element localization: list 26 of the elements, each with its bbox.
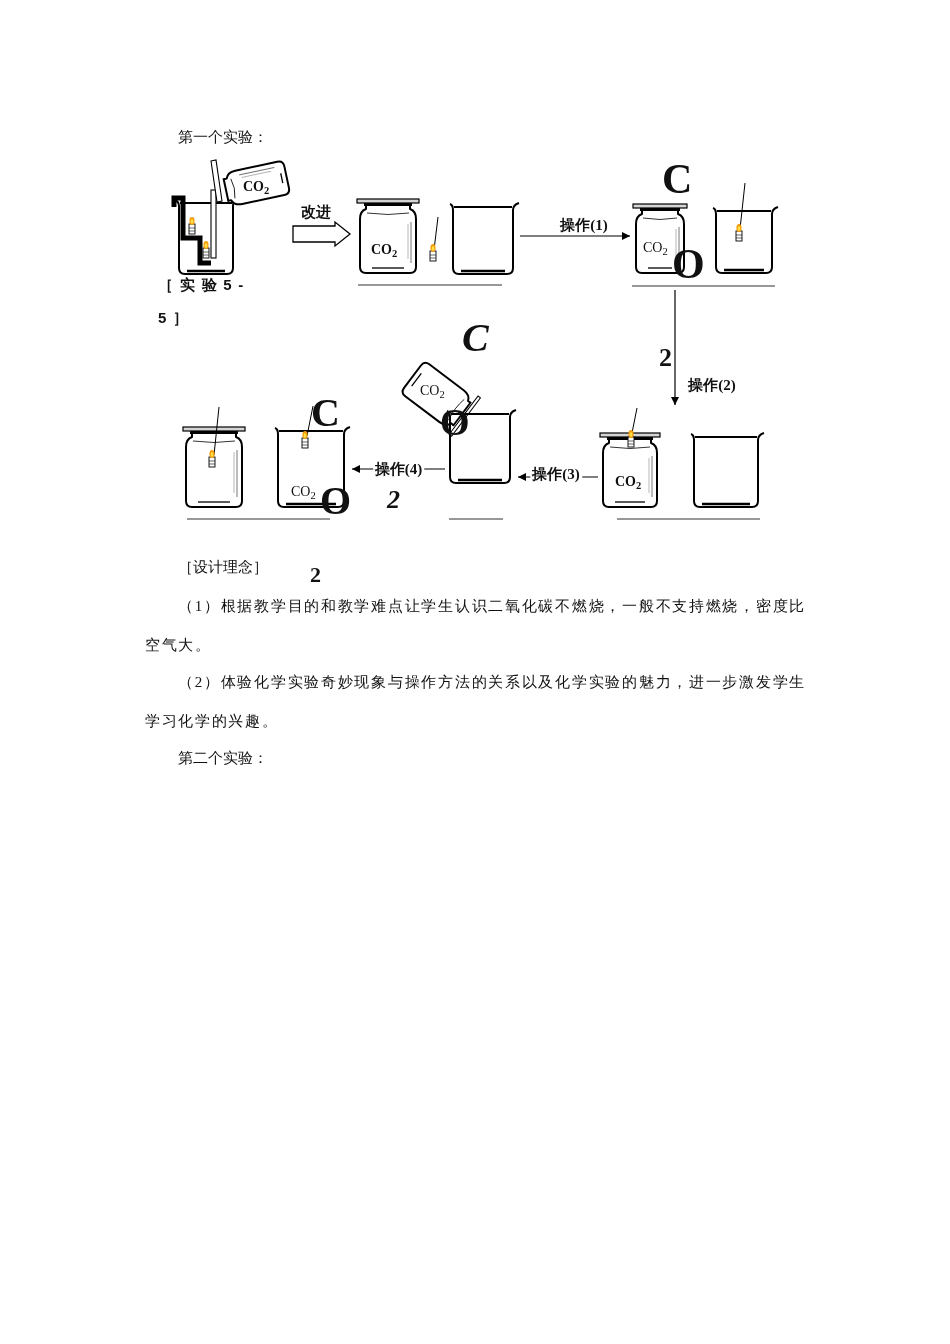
edge-label: 改进 bbox=[300, 203, 331, 221]
large-letter: C bbox=[662, 158, 693, 200]
figure-caption: ［实验5-5］ bbox=[158, 275, 252, 328]
large-letter: C bbox=[462, 318, 489, 358]
large-digit: 2 bbox=[310, 564, 321, 586]
formula-label: CO$_{2}$ bbox=[371, 242, 398, 258]
heading: 第二个实验： bbox=[178, 749, 268, 768]
large-digit: 2 bbox=[387, 487, 400, 513]
edge-label: 操作(1) bbox=[560, 216, 608, 234]
section-heading: ［设计理念］ bbox=[178, 558, 268, 577]
edge-label: 操作(2) bbox=[688, 375, 736, 394]
large-digit: 2 bbox=[659, 345, 672, 371]
arrow bbox=[671, 289, 679, 406]
formula-label: CO$_{2}$ bbox=[643, 240, 668, 256]
arrow bbox=[519, 232, 631, 240]
edge-label: 操作(4) bbox=[372, 460, 425, 478]
block-arrow bbox=[292, 220, 352, 248]
formula-label: CO$_{2}$ bbox=[291, 484, 316, 500]
formula-label: CO$_{2}$ bbox=[243, 179, 270, 195]
paragraph: （2）体验化学实验奇妙现象与操作方法的关系以及化学实验的魅力，进一步激发学生学习化学的兴趣。 bbox=[145, 673, 806, 731]
edge-label: 操作(3) bbox=[530, 465, 582, 483]
formula-label: CO$_{2}$ bbox=[615, 474, 642, 490]
heading: 第一个实验： bbox=[178, 128, 268, 147]
paragraph: （1）根据教学目的和教学难点让学生认识二氧化碳不燃烧，一般不支持燃烧，密度比空气大。 bbox=[145, 597, 806, 655]
formula-label: CO$_{2}$ bbox=[420, 383, 445, 399]
large-letter: C bbox=[311, 393, 340, 433]
